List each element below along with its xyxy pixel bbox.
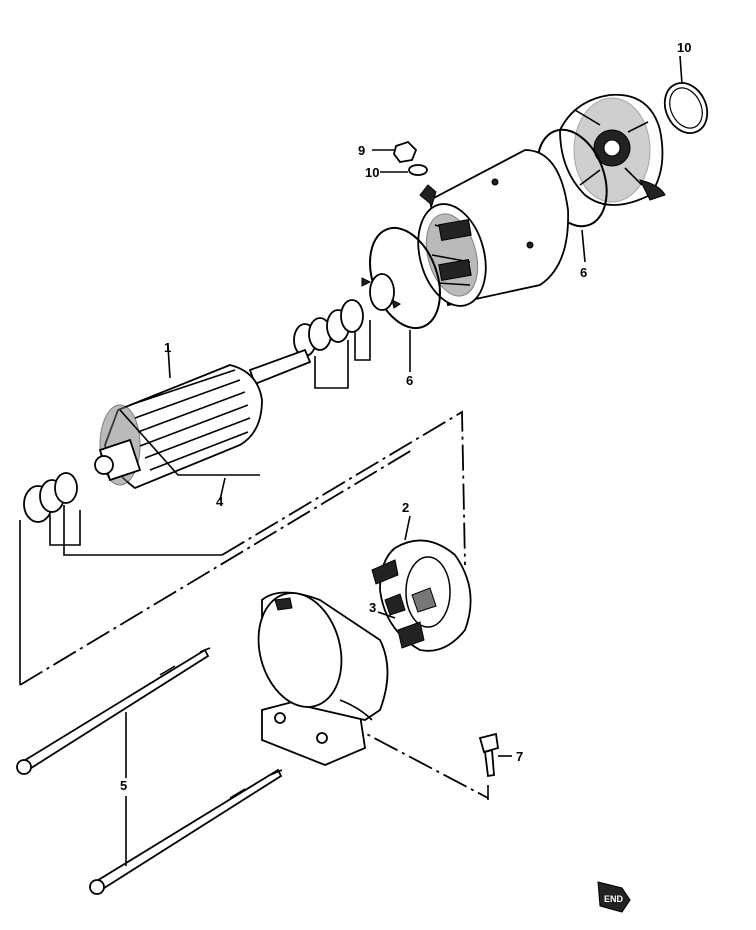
brushes-3: [371, 559, 437, 649]
yoke-housing: [417, 149, 569, 307]
armature-1: [94, 345, 312, 490]
brush-holder-2: [379, 515, 472, 652]
callout-1: 1: [164, 340, 171, 355]
callout-4: 4: [216, 494, 224, 509]
thrust-washer: [361, 273, 401, 311]
front-bracket: [257, 591, 389, 766]
end-stamp-text: END: [604, 894, 624, 904]
alignment-line-bolt: [339, 719, 489, 799]
shim-washers-right: [293, 299, 364, 357]
o-ring-8: [663, 55, 709, 134]
washer-10: [380, 164, 428, 176]
through-bolt-upper: [16, 647, 211, 775]
alignment-line-upper: [221, 410, 466, 566]
callout-5: 5: [120, 778, 127, 793]
callout-9: 9: [358, 143, 365, 158]
callout-2: 2: [402, 500, 409, 515]
end-cover: [559, 93, 666, 206]
alignment-line-lower: [19, 449, 413, 686]
screw-7: [478, 732, 512, 800]
callout-6-left: 6: [406, 373, 413, 388]
shim-bracket-lines: [314, 320, 371, 389]
callout-6-right: 6: [580, 265, 587, 280]
callout-10: 10: [365, 165, 379, 180]
armature-leader-4: [119, 409, 260, 501]
callout-8: 10: [677, 40, 691, 55]
end-stamp-icon: [597, 881, 631, 913]
shim-washers-left: [23, 472, 78, 523]
through-bolt-lower: [89, 768, 283, 895]
callout-3: 3: [369, 600, 376, 615]
brush-leader-3: [377, 611, 396, 619]
callout-7: 7: [516, 749, 523, 764]
nut-9: [372, 140, 418, 163]
washer-bracket-lines: [19, 505, 222, 685]
